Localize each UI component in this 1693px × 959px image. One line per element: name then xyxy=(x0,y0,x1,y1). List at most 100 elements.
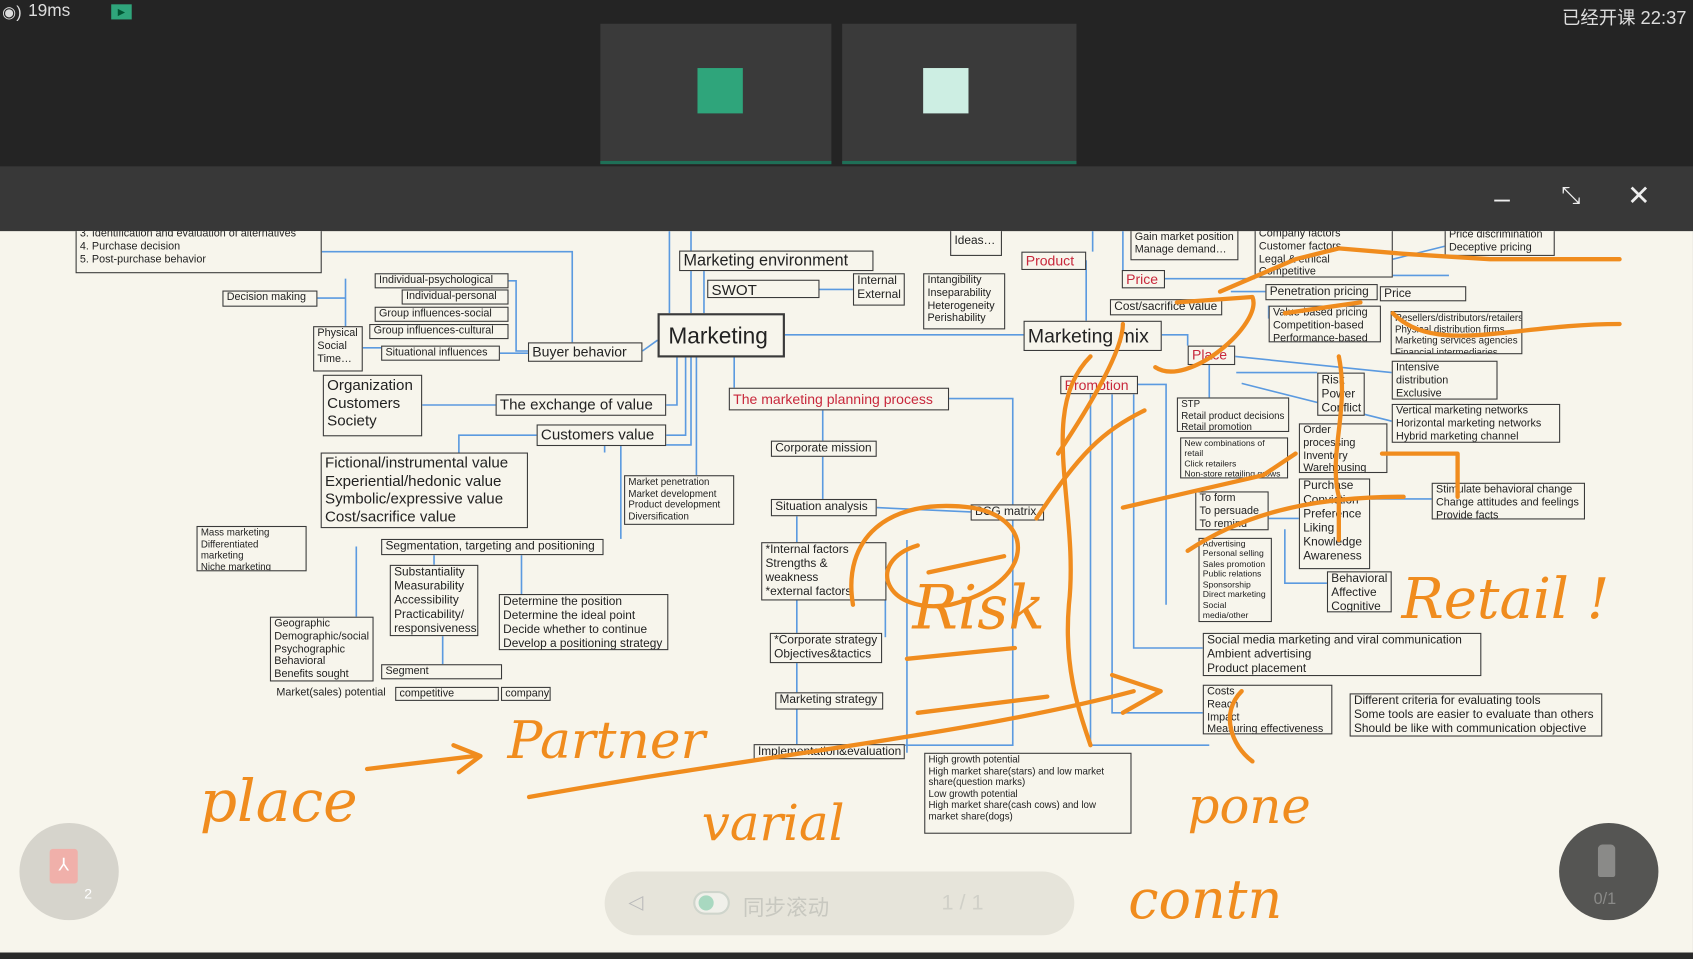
evaluation-metrics-node: Costs Reach Impact Measuring effectivene… xyxy=(1202,684,1333,735)
implementation-node: Implementation&evaluation xyxy=(753,744,905,760)
swot-factors-node: *Internal factors Strengths & weakness *… xyxy=(761,542,887,601)
avatar xyxy=(923,68,969,114)
segmentation-criteria-node: Substantiality Measurability Accessibili… xyxy=(389,564,479,637)
market-potential-label: Market(sales) potential xyxy=(276,686,386,699)
channel-issues-node: Risk Power Conflict xyxy=(1317,372,1365,416)
close-icon[interactable]: ✕ xyxy=(1627,179,1651,212)
internal-external-node: Internal External xyxy=(852,273,905,306)
marketing-environment-node: Marketing environment xyxy=(679,250,874,272)
audio-level-bar xyxy=(842,160,1077,165)
connector xyxy=(666,357,687,437)
situational-influences-node: Situational influences xyxy=(381,345,500,361)
physical-social-time-node: Physical Social Time… xyxy=(313,326,363,372)
shrink-icon[interactable]: ⤡ xyxy=(1561,181,1581,209)
segmentation-variables-node: Geographic Demographic/social Psychograp… xyxy=(269,616,374,682)
video-bar: ◉) 19ms ▶ 已经开课 22:37 xyxy=(0,0,1693,167)
connector xyxy=(1138,383,1167,605)
back-icon[interactable]: ◁ xyxy=(628,891,644,913)
services-ideas-node: Services Ideas… xyxy=(950,231,1002,256)
video-tile-1[interactable] xyxy=(600,23,832,165)
connector xyxy=(1132,394,1203,649)
price-discrimination-node: Price discrimination Deceptive pricing xyxy=(1444,231,1555,256)
pricing-methods-node: Value-based pricing Competition-based Pe… xyxy=(1268,305,1381,343)
marketing-root-node: Marketing xyxy=(657,313,785,358)
latency-label: 19ms xyxy=(28,2,71,21)
connector xyxy=(1161,333,1189,346)
logistics-node: Order processing Inventory Warehousing T… xyxy=(1298,423,1388,474)
situation-analysis-node: Situation analysis xyxy=(770,498,877,517)
communication-goals-node: Stimulate behavioral change Change attit… xyxy=(1431,482,1585,520)
customers-value-node: Customers value xyxy=(536,424,667,447)
marketing-networks-node: Vertical marketing networks Horizontal m… xyxy=(1391,403,1561,443)
connector xyxy=(1392,245,1445,260)
connector xyxy=(641,339,659,352)
decision-making-node: Decision making xyxy=(222,290,318,307)
bcg-quadrants-node: High growth potential High market share(… xyxy=(924,752,1132,834)
promotion-node: Promotion xyxy=(1060,375,1139,395)
positioning-steps-node: Determine the position Determine the ide… xyxy=(498,594,669,651)
connector xyxy=(666,357,678,406)
class-status: 已经开课 22:37 xyxy=(1562,7,1687,29)
pricing-factors-node: Company factors Customer factors Legal &… xyxy=(1254,231,1393,278)
swot-analysis-node: SWOT analysis xyxy=(707,279,820,299)
pdf-file-icon: ⅄ xyxy=(49,848,78,884)
page-indicator: 1 / 1 xyxy=(941,891,984,915)
individual-psychological-node: Individual-psychological xyxy=(374,273,509,289)
retail-decisions-node: STP Retail product decisions Retail prom… xyxy=(1176,397,1290,433)
bcg-matrix-node: BCG matrix xyxy=(970,504,1045,521)
mind-map-document[interactable]: 3. Identification and evaluation of alte… xyxy=(0,231,1693,953)
connector xyxy=(1241,382,1392,422)
buyer-behavior-node: Buyer behavior xyxy=(527,342,643,362)
decision-steps-box: 3. Identification and evaluation of alte… xyxy=(75,231,322,274)
mass-marketing-node: Mass marketing Differentiated marketing … xyxy=(196,525,307,572)
promotion-objectives-node: To form To persuade To remind xyxy=(1195,491,1269,531)
file-count-badge: 2 xyxy=(84,885,93,902)
price-node: Price xyxy=(1121,270,1165,289)
response-types-node: Behavioral Affective Cognitive xyxy=(1326,571,1392,613)
individual-personal-node: Individual-personal xyxy=(401,289,509,305)
distribution-intensity-node: Intensive distribution Exclusive distrib… xyxy=(1391,360,1498,400)
hand-count: 0/1 xyxy=(1593,889,1617,909)
marketing-strategy-node: Marketing strategy xyxy=(775,692,884,710)
value-types-node: Fictional/instrumental value Experientia… xyxy=(320,452,528,529)
promotion-tools-node: Advertising Personal selling Sales promo… xyxy=(1198,537,1272,623)
segment-attractiveness-node: Segment attractiveness xyxy=(381,664,503,680)
signal-icon: ◉) xyxy=(2,3,22,22)
hierarchy-of-effects-node: Purchase Conviction Preference Liking Kn… xyxy=(1298,478,1371,570)
sync-scroll-bar: ◁ 同步滚动 1 / 1 xyxy=(604,871,1075,936)
raise-hand-icon xyxy=(1597,844,1616,877)
exchange-of-value-node: The exchange of value xyxy=(495,394,667,416)
connector xyxy=(321,250,574,343)
play-icon[interactable]: ▶ xyxy=(111,4,132,20)
connector xyxy=(458,434,537,453)
video-tile-2[interactable] xyxy=(842,23,1077,165)
marketing-mix-node: Marketing mix xyxy=(1023,320,1162,351)
competitive-intensity-node: competitive intensity xyxy=(395,686,499,701)
connector xyxy=(508,279,528,352)
place-node: Place xyxy=(1187,345,1236,366)
connector xyxy=(1235,355,1392,374)
bottom-border xyxy=(0,952,1693,959)
growth-strategies-node: Market penetration Market development Pr… xyxy=(624,475,735,525)
evaluation-criteria-node: Different criteria for evaluating tools … xyxy=(1349,693,1603,737)
org-customers-society-node: Organization Customers Society xyxy=(322,374,423,437)
file-list-button[interactable]: ⅄ 2 xyxy=(19,822,119,921)
company-node: company xyxy=(500,686,551,701)
group-cultural-node: Group influences-cultural xyxy=(369,324,509,340)
whiteboard-toolbar: – ⤡ ✕ xyxy=(0,166,1693,232)
price-objectives-node: Gain market position Manage demand… xyxy=(1130,231,1239,261)
avatar xyxy=(697,68,743,114)
planning-process-node: The marketing planning process xyxy=(728,387,950,411)
corporate-strategy-node: *Corporate strategy Objectives&tactics xyxy=(769,632,883,664)
minimize-icon[interactable]: – xyxy=(1494,181,1510,214)
service-characteristics-node: Intangibility Inseparability Heterogenei… xyxy=(923,273,1006,330)
channel-members-node: Resellers/distributors/retailers Physica… xyxy=(1390,311,1523,355)
corporate-mission-node: Corporate mission xyxy=(770,440,877,457)
sync-scroll-toggle[interactable] xyxy=(693,891,730,915)
sync-scroll-label: 同步滚动 xyxy=(742,896,830,921)
audio-level-bar xyxy=(600,160,832,165)
product-node: Product xyxy=(1021,251,1087,270)
new-media-node: Social media marketing and viral communi… xyxy=(1202,632,1482,677)
raise-hand-button[interactable]: 0/1 xyxy=(1559,822,1659,921)
stp-node: Segmentation, targeting and positioning xyxy=(381,538,604,556)
